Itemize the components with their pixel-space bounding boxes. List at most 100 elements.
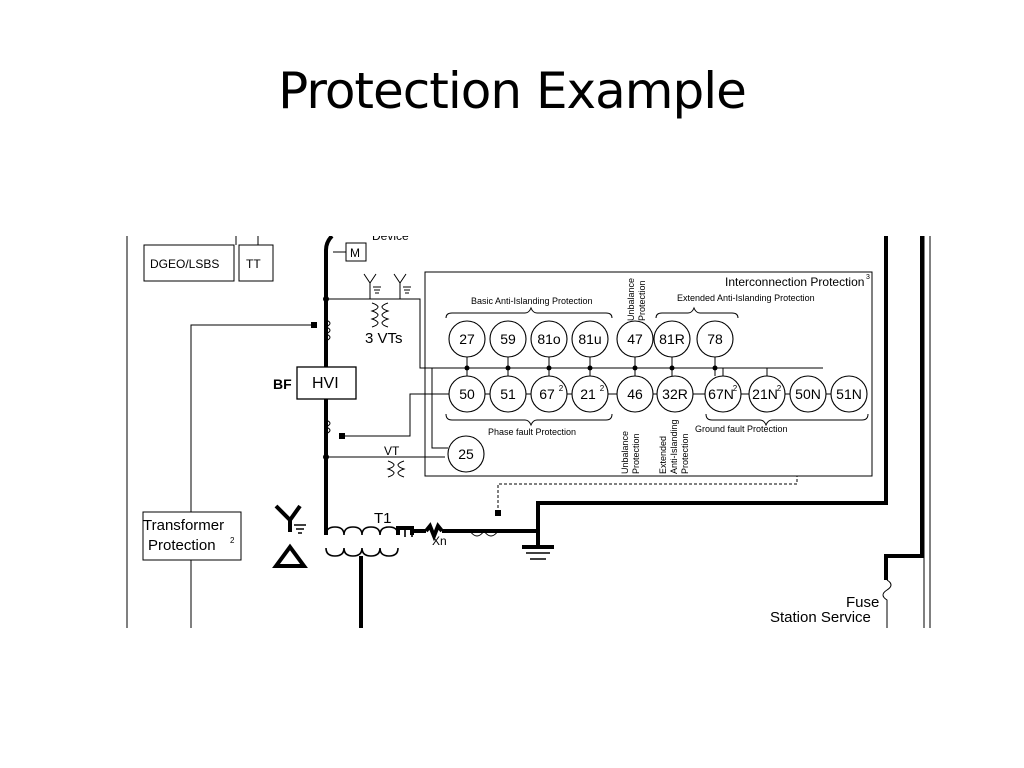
voltage-tap-node — [669, 365, 675, 371]
meter-label: M — [350, 246, 360, 260]
unbalance-top-line2: Protection — [637, 280, 647, 321]
station-service-line — [884, 236, 924, 580]
fuse-label: Fuse — [846, 594, 879, 611]
tt-box — [238, 244, 274, 282]
relay-50: 50 — [448, 375, 486, 413]
relay-50n-number: 50N — [795, 386, 821, 402]
relay-51: 51 — [489, 375, 527, 413]
relay-81u-number: 81u — [578, 331, 601, 347]
unbalance-top-line1: Unbalance — [626, 278, 636, 321]
xn-label: Xn — [432, 534, 447, 548]
voltage-tap-node — [505, 365, 511, 371]
relay-21-superscript: 2 — [600, 384, 605, 393]
neutral-ct-tap — [495, 510, 501, 516]
transformer-protection-sup: 2 — [230, 536, 235, 545]
relay-78-number: 78 — [707, 331, 723, 347]
relay-21n-number: 21N — [752, 386, 778, 402]
ct-wire — [345, 393, 440, 437]
relay-voltage-taps — [464, 357, 768, 376]
relay-50n: 50N — [789, 375, 827, 413]
relay-sync-group: 25 — [447, 435, 485, 473]
relay-27-number: 27 — [459, 331, 475, 347]
ground-fault-label: Ground fault Protection — [695, 424, 788, 434]
transformer-protection-line2: Protection — [148, 537, 216, 554]
relay-78: 78 — [696, 320, 734, 358]
sync-wire — [431, 368, 448, 449]
relay-51-number: 51 — [500, 386, 516, 402]
interconnection-sup: 3 — [866, 274, 870, 281]
basic-bracket — [445, 306, 613, 319]
vts-wire — [326, 298, 432, 369]
relay-21: 21 2 — [571, 375, 609, 413]
phase-fault-bracket — [445, 413, 613, 427]
relay-50-number: 50 — [459, 386, 475, 402]
hvi-breaker-box — [296, 366, 357, 400]
relay-81o: 81o — [530, 320, 568, 358]
dgeo-lsbs-label: DGEO/LSBS — [150, 257, 219, 271]
xn-reactor-icon — [424, 522, 444, 542]
relay-32r: 32R — [656, 375, 694, 413]
ct-tap-lower — [339, 433, 345, 439]
vt-single-coil-right — [397, 460, 406, 478]
relay-47: 47 — [616, 320, 654, 358]
relay-59: 59 — [489, 320, 527, 358]
relay-51n: 51N — [830, 375, 868, 413]
tt-label: TT — [246, 257, 261, 271]
phase-fault-label: Phase fault Protection — [488, 427, 576, 437]
bf-label: BF — [273, 376, 292, 392]
dgeo-lsbs-box — [143, 244, 235, 282]
vt-single-coil-left — [386, 460, 395, 478]
relay-25: 25 — [447, 435, 485, 473]
vts-label: 3 VTs — [365, 330, 403, 347]
station-service-label: Station Service — [770, 609, 871, 626]
relay-81o-number: 81o — [537, 331, 561, 347]
relay-67-superscript: 2 — [559, 384, 564, 393]
ground-fault-bracket — [705, 413, 869, 427]
relays-top-row: 27 59 81o 81u 47 81R 78 — [448, 320, 734, 358]
right-feeder-line — [536, 236, 888, 531]
t1-secondary-coil — [325, 547, 399, 557]
hvi-label: HVI — [312, 375, 339, 392]
interconnection-title: Interconnection Protection — [725, 275, 864, 289]
fuse-icon — [882, 579, 892, 628]
neutral-ct-icon — [469, 530, 499, 537]
relay-46-number: 46 — [627, 386, 643, 402]
wye-ground-icon — [393, 273, 411, 294]
delta-icon — [272, 543, 308, 568]
relay-46: 46 — [616, 375, 654, 413]
ct-upper — [324, 319, 331, 342]
trip-dashed-line — [497, 476, 798, 513]
interconnection-protection-box — [424, 271, 873, 477]
relay-32r-number: 32R — [662, 386, 688, 402]
ct-tap-upper — [311, 322, 317, 328]
neutral-wire-b — [442, 529, 540, 545]
relay-25-number: 25 — [458, 446, 474, 462]
slide-title: Protection Example — [278, 62, 747, 120]
relay-67n-superscript: 2 — [733, 384, 738, 393]
relay-27: 27 — [448, 320, 486, 358]
relay-21n-superscript: 2 — [777, 384, 782, 393]
relay-81r: 81R — [653, 320, 691, 358]
voltage-tap-node — [587, 365, 593, 371]
wye-ground-icon — [363, 273, 381, 294]
extended-bracket — [655, 306, 739, 319]
unbalance-bottom-line2: Protection — [631, 433, 641, 474]
extended-bottom-line1: Extended — [658, 436, 668, 474]
relay-21-number: 21 — [580, 386, 596, 402]
t1-primary-coil — [325, 526, 399, 536]
ground-icon — [522, 545, 554, 560]
extended-anti-islanding-label: Extended Anti-Islanding Protection — [677, 293, 815, 303]
vt-coil-left — [370, 302, 379, 328]
extended-bottom-line3: Protection — [680, 433, 690, 474]
relay-47-number: 47 — [627, 331, 643, 347]
voltage-tap-node — [464, 365, 470, 371]
voltage-tap-node — [546, 365, 552, 371]
voltage-tap-node — [712, 365, 718, 371]
transformer-protection-line1: Transformer — [143, 517, 224, 534]
relay-81u: 81u — [571, 320, 609, 358]
wye-grounded-icon — [274, 504, 306, 534]
